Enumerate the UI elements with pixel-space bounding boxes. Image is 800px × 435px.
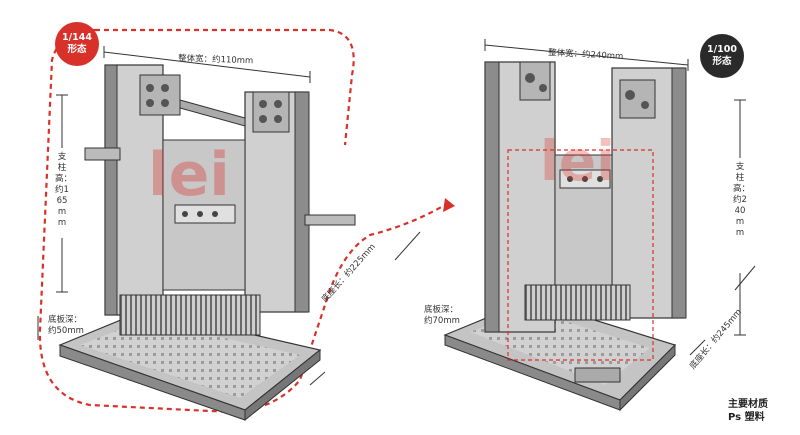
scale-badge-1-144: 1/144 形态 [55,22,99,66]
left-base-depth-label: 底板深： 约50mm [48,315,84,337]
material-note: 主要材质 Ps 塑料 [728,398,768,424]
dashed-outline [38,28,446,414]
dimension-arrow-icon [443,198,455,212]
base-depth-value: 约50mm [48,326,84,336]
scale-badge-1-100: 1/100 形态 [700,34,744,78]
svg-text:lei: lei [540,129,615,193]
dimension-lines [37,39,756,386]
badge-form-text: 形态 [712,56,732,67]
left-model: lei [58,64,356,422]
base-depth-caption: 底板深： [48,315,83,325]
material-value: Ps 塑料 [728,412,765,423]
base-depth-value: 约70mm [424,316,460,326]
right-pillar-height-label: 支柱高：约240mm [733,162,751,238]
right-base-depth-label: 底板深： 约70mm [424,305,460,327]
material-title: 主要材质 [728,399,768,410]
badge-scale-text: 1/144 [62,32,92,43]
base-depth-caption: 底板深： [424,305,459,315]
right-model: lei [443,61,687,412]
svg-text:lei: lei [148,140,230,210]
badge-scale-text: 1/100 [707,44,737,55]
left-pillar-height-label: 支柱高：约165mm [55,152,73,228]
badge-form-text: 形态 [67,44,87,55]
